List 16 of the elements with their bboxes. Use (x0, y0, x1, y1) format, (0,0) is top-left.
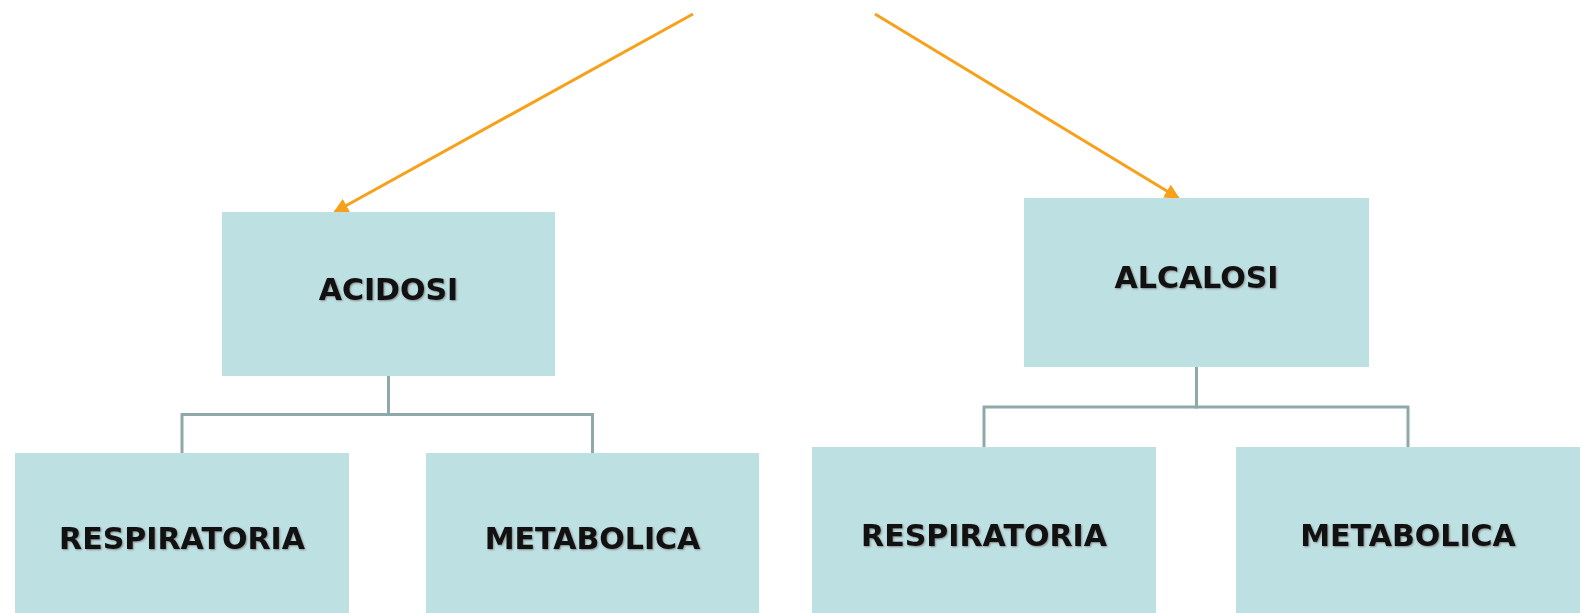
concept-box (15, 453, 349, 613)
concept-box (222, 212, 555, 376)
concept-box (812, 447, 1156, 613)
box-label: RESPIRATORIA (59, 520, 305, 556)
connector-line (1195, 367, 1410, 447)
box-label: METABOLICA (484, 520, 701, 556)
arrow (874, 12, 1180, 200)
box-label: RESPIRATORIA (861, 517, 1107, 553)
connector-line (387, 376, 594, 453)
box-label: METABOLICA (1300, 517, 1516, 553)
box-label: ACIDOSI (318, 271, 459, 307)
arrow (333, 12, 694, 214)
concept-box (1236, 447, 1580, 613)
concept-box (1024, 198, 1369, 367)
concept-box (426, 453, 759, 613)
box-label: ALCALOSI (1114, 260, 1279, 295)
